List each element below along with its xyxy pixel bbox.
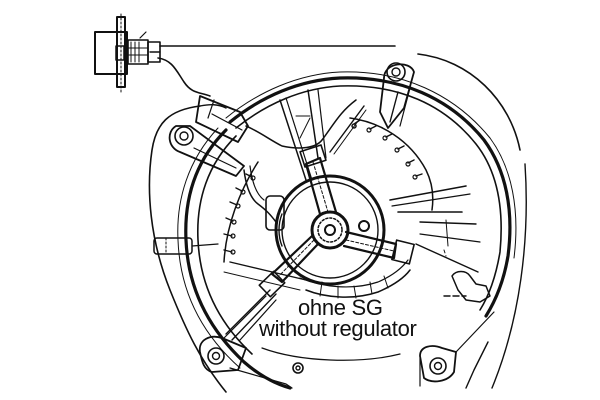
fan-housing	[148, 53, 527, 393]
label-without-regulator: without regulator	[259, 316, 417, 341]
connector-plug	[94, 13, 161, 93]
label-ohne-sg: ohne SG	[298, 295, 383, 320]
motor-hub	[225, 144, 491, 341]
fan-wheel	[223, 89, 481, 299]
mounting-lugs	[168, 62, 495, 389]
